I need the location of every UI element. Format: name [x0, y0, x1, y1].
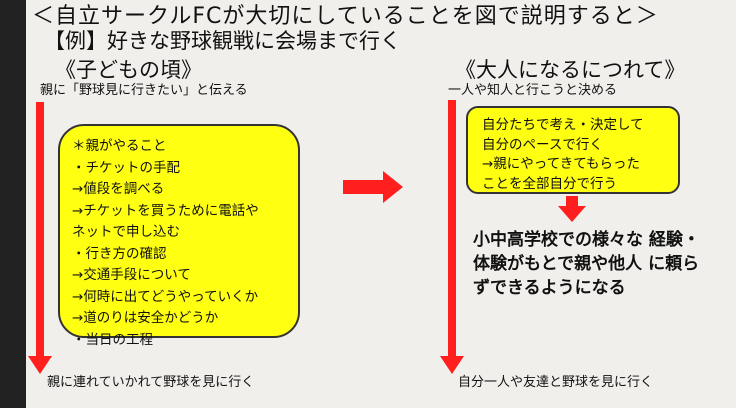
- adulthood-timeline-arrow-shaft: [448, 100, 456, 358]
- conclusion-line: 小中高学校での様々な 経験・: [473, 230, 700, 250]
- childhood-timeline-arrow-shaft: [36, 102, 44, 358]
- adulthood-start-label: 一人や知人と行こうと決める: [448, 83, 618, 98]
- conclusion-line: ずできるようになる: [473, 278, 626, 298]
- parent-task-line: →何時に出てどうやっていくか: [72, 288, 259, 305]
- self-decision-box: 自分たちで考え・決定して 自分のペースで行く →親にやってきてもらった ことを全…: [466, 106, 680, 194]
- slide-subtitle: 【例】好きな野球観戦に会場まで行く: [44, 29, 401, 53]
- parent-task-line: ・行き方の確認: [72, 245, 167, 262]
- parent-task-line: →道のりは安全かどうか: [72, 310, 219, 326]
- adulthood-timeline-arrow-head: [440, 356, 464, 374]
- self-decision-line: ことを全部自分で行う: [482, 175, 617, 192]
- down-arrow-shaft: [566, 196, 578, 207]
- childhood-heading: 《子どもの頃》: [55, 58, 202, 82]
- parent-task-line: ・チケットの手配: [72, 159, 180, 176]
- conclusion-line: 体験がもとで親や他人 に頼ら: [473, 254, 700, 274]
- self-decision-line: 自分のペースで行く: [482, 136, 603, 153]
- childhood-timeline-arrow-head: [28, 356, 52, 374]
- childhood-start-label: 親に「野球見に行きたい」と伝える: [40, 83, 248, 98]
- parent-task-line: ネットで申し込む: [72, 224, 180, 240]
- self-decision-line: 自分たちで考え・決定して: [482, 117, 644, 133]
- transition-arrow-shaft: [343, 180, 385, 194]
- parent-task-line: ・当日の工程: [72, 331, 153, 348]
- slide-title: ＜自立サークルFCが大切にしていることを図で説明すると＞: [32, 4, 659, 29]
- parent-task-line: ＊親がやること: [72, 138, 167, 154]
- parent-tasks-box: ＊親がやること ・チケットの手配 →値段を調べる →チケットを買うために電話や …: [58, 124, 300, 348]
- childhood-end-label: 親に連れていかれて野球を見に行く: [47, 375, 255, 390]
- parent-task-line: →チケットを買うために電話や: [72, 202, 259, 219]
- transition-arrow-icon: [383, 171, 403, 203]
- self-decision-line: →親にやってきてもらった: [482, 156, 641, 172]
- conclusion-text: 小中高学校での様々な 経験・ 体験がもとで親や他人 に頼ら ずできるようになる: [473, 228, 733, 300]
- adulthood-heading: 《大人になるにつれて》: [455, 58, 686, 82]
- parent-task-line: →値段を調べる: [72, 181, 165, 197]
- slide-left-edge-bar: [0, 0, 26, 408]
- adulthood-end-label: 自分一人や友達と野球を見に行く: [458, 375, 654, 390]
- down-arrow-icon: [558, 206, 586, 222]
- parent-task-line: →交通手段について: [72, 267, 191, 283]
